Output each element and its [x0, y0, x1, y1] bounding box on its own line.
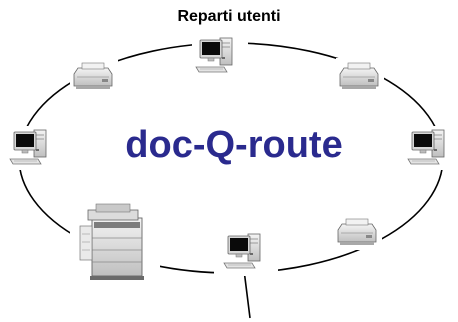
computer-icon — [214, 232, 278, 276]
printer-icon — [336, 58, 384, 92]
printer-icon — [332, 214, 382, 250]
computer-icon — [396, 126, 454, 170]
printer-icon — [70, 58, 118, 92]
center-label: doc-Q-route — [125, 124, 343, 166]
uplink-line — [243, 269, 251, 319]
computer-icon — [192, 36, 248, 76]
diagram-title: Reparti utenti — [177, 8, 281, 25]
computer-icon — [8, 126, 62, 170]
multifunction-copier-icon — [70, 202, 160, 282]
